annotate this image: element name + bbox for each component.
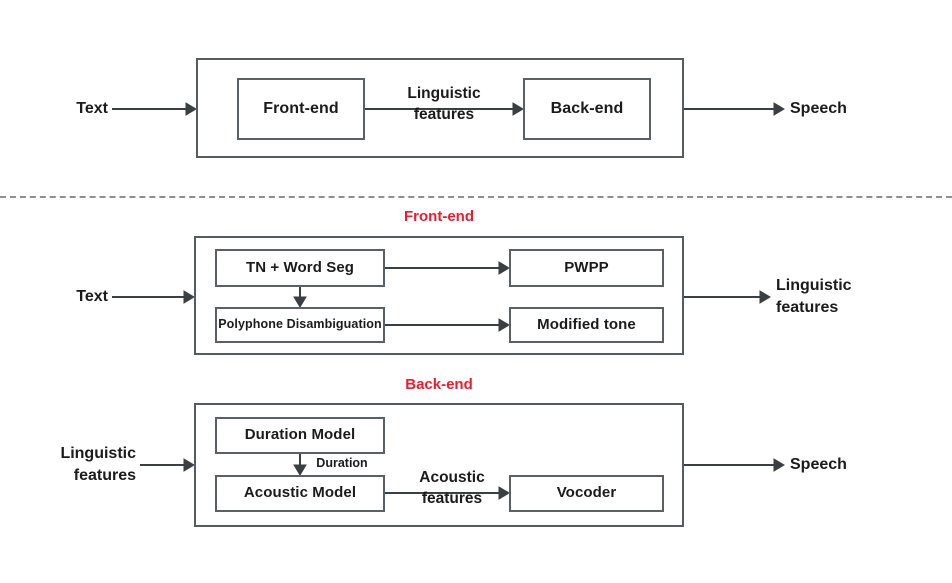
backend-input-label: Linguistic features	[60, 444, 136, 484]
backend-output-arrow	[684, 458, 785, 472]
backend-section-title: Back-end	[405, 376, 473, 393]
frontend-block-pwpp[interactable]: PWPP	[509, 249, 664, 287]
backend-block-duration-model[interactable]: Duration Model	[215, 417, 385, 454]
overview-input-label: Text	[76, 99, 108, 117]
frontend-block-tn-word-seg-label: TN + Word Seg	[245, 258, 355, 276]
backend-block-vocoder[interactable]: Vocoder	[509, 475, 664, 512]
frontend-block-tn-word-seg[interactable]: TN + Word Seg	[215, 249, 385, 287]
overview-block-back-end[interactable]: Back-end	[523, 78, 651, 140]
frontend-section-title-wrap: Front-end	[339, 208, 539, 230]
overview-block-front-end[interactable]: Front-end	[237, 78, 365, 140]
overview-output-arrow	[684, 102, 785, 116]
frontend-output-arrow	[684, 290, 771, 304]
frontend-block-modified-tone-label: Modified tone	[537, 315, 636, 333]
backend-output-label: Speech	[790, 455, 847, 473]
frontend-block-pwpp-label: PWPP	[564, 258, 609, 276]
overview-connector-arrow	[365, 102, 524, 116]
backend-block-duration-model-label: Duration Model	[244, 426, 356, 444]
frontend-output-label: Linguistic features	[776, 276, 852, 316]
overview-input-arrow	[112, 102, 197, 116]
backend-input-arrow	[140, 458, 195, 472]
frontend-input-label: Text	[76, 287, 108, 305]
frontend-arrow-polyphone-to-modified-tone	[385, 318, 510, 332]
overview-block-back-end-label: Back-end	[550, 100, 624, 118]
backend-section-title-wrap: Back-end	[339, 376, 539, 398]
backend-block-acoustic-model-label: Acoustic Model	[243, 484, 357, 502]
backend-block-acoustic-model[interactable]: Acoustic Model	[215, 475, 385, 512]
backend-arrow-duration	[293, 454, 307, 476]
frontend-arrow-tn-to-pwpp	[385, 261, 510, 275]
frontend-section-title: Front-end	[404, 208, 474, 225]
frontend-input-arrow	[112, 290, 195, 304]
frontend-block-polyphone-label: Polyphone Disambiguation	[218, 317, 382, 332]
section-separator	[0, 196, 952, 198]
backend-block-vocoder-label: Vocoder	[556, 484, 617, 502]
backend-arrow-acoustic-features	[385, 486, 510, 500]
overview-output-label: Speech	[790, 99, 847, 117]
frontend-block-modified-tone[interactable]: Modified tone	[509, 307, 664, 343]
frontend-arrow-tn-to-polyphone	[293, 287, 307, 308]
frontend-block-polyphone[interactable]: Polyphone Disambiguation	[215, 307, 385, 343]
overview-block-front-end-label: Front-end	[263, 100, 339, 118]
